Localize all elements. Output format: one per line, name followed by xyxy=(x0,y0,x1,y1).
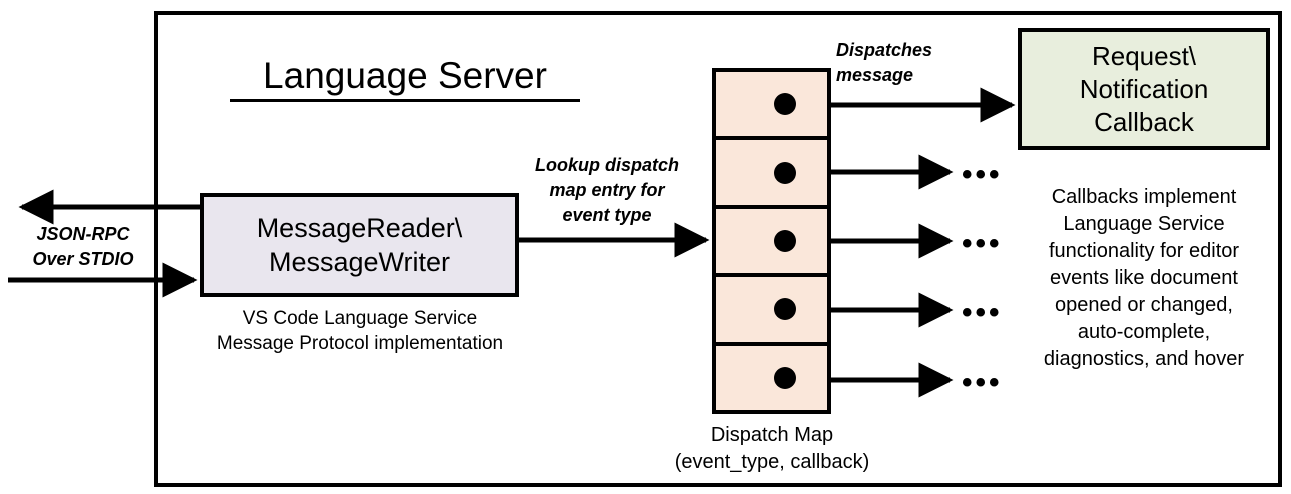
ellipsis-row3: ••• xyxy=(962,227,1003,260)
callback-description-text: Callbacks implement Language Service fun… xyxy=(1043,186,1245,370)
table-row[interactable] xyxy=(716,346,827,410)
page-title: Language Server xyxy=(230,54,580,102)
request-notification-callback-box[interactable]: Request\ Notification Callback xyxy=(1018,28,1270,150)
table-row[interactable] xyxy=(716,72,827,141)
message-reader-writer-box[interactable]: MessageReader\ MessageWriter xyxy=(200,193,519,297)
ellipsis-row2: ••• xyxy=(962,158,1003,191)
dispatch-map-table[interactable] xyxy=(712,68,831,414)
callback-pointer-dot xyxy=(774,230,796,253)
lookup-dispatch-edge-label: Lookup dispatch map entry for event type xyxy=(535,155,679,225)
table-row[interactable] xyxy=(716,277,827,346)
message-reader-writer-caption: VS Code Language Service Message Protoco… xyxy=(216,308,504,354)
message-reader-writer-label: MessageReader\ MessageWriter xyxy=(256,213,463,277)
dispatches-message-edge-label: Dispatches message xyxy=(836,40,933,85)
callback-pointer-dot xyxy=(774,161,796,184)
callback-pointer-dot xyxy=(774,366,796,389)
table-row[interactable] xyxy=(716,209,827,278)
dispatch-map-caption: Dispatch Map (event_type, callback) xyxy=(674,424,870,473)
language-server-frame xyxy=(154,11,1282,487)
callback-pointer-dot xyxy=(774,298,796,321)
callback-pointer-dot xyxy=(774,93,796,116)
request-notification-callback-label: Request\ Notification Callback xyxy=(1079,40,1209,137)
table-row[interactable] xyxy=(716,140,827,209)
ellipsis-row5: ••• xyxy=(962,366,1003,399)
ellipsis-row4: ••• xyxy=(962,296,1003,329)
jsonrpc-edge-label: JSON-RPC Over STDIO xyxy=(32,224,134,269)
